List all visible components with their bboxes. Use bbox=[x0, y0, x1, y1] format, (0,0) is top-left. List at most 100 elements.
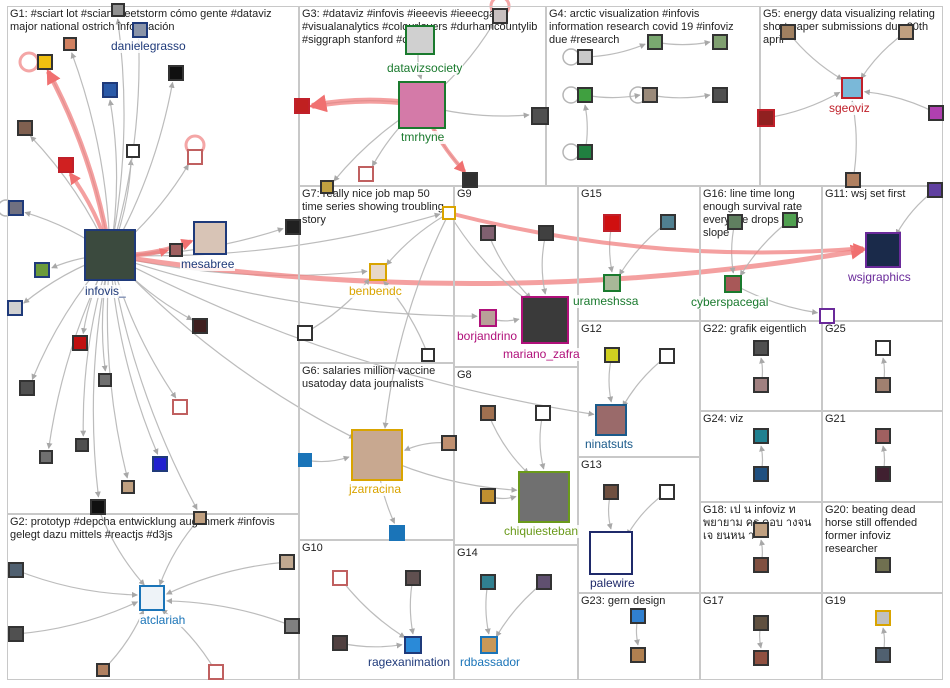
node-danielegrasso[interactable] bbox=[132, 22, 148, 38]
node-n-50[interactable] bbox=[442, 206, 456, 220]
node-n-90[interactable] bbox=[753, 650, 769, 666]
node-tmrhyne[interactable] bbox=[398, 81, 446, 129]
node-n-12[interactable] bbox=[7, 300, 23, 316]
node-n-21[interactable] bbox=[152, 456, 168, 472]
node-n-33[interactable] bbox=[531, 107, 549, 125]
node-n-86[interactable] bbox=[753, 522, 769, 538]
node-ragexanimation[interactable] bbox=[404, 636, 422, 654]
node-n-43[interactable] bbox=[577, 144, 593, 160]
node-n-81[interactable] bbox=[875, 377, 891, 393]
node-n-55[interactable] bbox=[603, 214, 621, 232]
node-n-29[interactable] bbox=[96, 663, 110, 677]
node-n-16[interactable] bbox=[172, 399, 188, 415]
node-n-85[interactable] bbox=[875, 466, 891, 482]
node-n-47[interactable] bbox=[928, 105, 944, 121]
node-n-4[interactable] bbox=[102, 82, 118, 98]
node-ninatsuts[interactable] bbox=[595, 404, 627, 436]
node-n-11[interactable] bbox=[34, 262, 50, 278]
node-urameshssa[interactable] bbox=[603, 274, 621, 292]
node-n-31[interactable] bbox=[294, 98, 310, 114]
node-n-42[interactable] bbox=[712, 87, 728, 103]
node-n-61[interactable] bbox=[604, 347, 620, 363]
node-n-3[interactable] bbox=[111, 3, 125, 17]
node-n-30[interactable] bbox=[208, 664, 224, 680]
node-sgeoviz[interactable] bbox=[841, 77, 863, 99]
node-n-34[interactable] bbox=[462, 172, 478, 188]
node-n-37[interactable] bbox=[577, 49, 593, 65]
node-n-19[interactable] bbox=[39, 450, 53, 464]
node-n-69[interactable] bbox=[603, 484, 619, 500]
node-n-32[interactable] bbox=[358, 166, 374, 182]
node-n-59[interactable] bbox=[927, 182, 943, 198]
node-wsjgraphics[interactable] bbox=[865, 232, 901, 268]
node-n-67[interactable] bbox=[535, 405, 551, 421]
node-n-25[interactable] bbox=[8, 562, 24, 578]
node-n-70[interactable] bbox=[659, 484, 675, 500]
node-chiquiesteban[interactable] bbox=[518, 471, 570, 523]
node-mesabree[interactable] bbox=[193, 221, 227, 255]
node-n-79[interactable] bbox=[753, 377, 769, 393]
node-n-6[interactable] bbox=[17, 120, 33, 136]
node-n-53[interactable] bbox=[480, 225, 496, 241]
node-n-45[interactable] bbox=[898, 24, 914, 40]
node-n-9[interactable] bbox=[187, 149, 203, 165]
node-benbendc[interactable] bbox=[369, 263, 387, 281]
node-n-22[interactable] bbox=[121, 480, 135, 494]
node-n-1[interactable] bbox=[37, 54, 53, 70]
node-atclariah[interactable] bbox=[139, 585, 165, 611]
node-n-49[interactable] bbox=[285, 219, 301, 235]
node-n-38[interactable] bbox=[647, 34, 663, 50]
node-n-39[interactable] bbox=[712, 34, 728, 50]
node-n-76[interactable] bbox=[630, 608, 646, 624]
node-jzarracina[interactable] bbox=[351, 429, 403, 481]
node-n-15[interactable] bbox=[98, 373, 112, 387]
node-n-64[interactable] bbox=[298, 453, 312, 467]
node-mariano_zafra[interactable] bbox=[521, 296, 569, 344]
node-n-7[interactable] bbox=[58, 157, 74, 173]
node-n-36[interactable] bbox=[320, 180, 334, 194]
node-n-17[interactable] bbox=[192, 318, 208, 334]
node-n-8[interactable] bbox=[126, 144, 140, 158]
node-n-66[interactable] bbox=[480, 405, 496, 421]
node-n-80[interactable] bbox=[875, 340, 891, 356]
node-n-74[interactable] bbox=[480, 574, 496, 590]
node-n-2[interactable] bbox=[63, 37, 77, 51]
node-n-20[interactable] bbox=[75, 438, 89, 452]
node-n-40[interactable] bbox=[577, 87, 593, 103]
node-n-92[interactable] bbox=[875, 647, 891, 663]
node-borjandrino[interactable] bbox=[479, 309, 497, 327]
node-n-10[interactable] bbox=[8, 200, 24, 216]
node-palewire[interactable] bbox=[589, 531, 633, 575]
node-n-83[interactable] bbox=[753, 466, 769, 482]
node-n-27[interactable] bbox=[8, 626, 24, 642]
node-n-60[interactable] bbox=[819, 308, 835, 324]
node-n-41[interactable] bbox=[642, 87, 658, 103]
node-n-78[interactable] bbox=[753, 340, 769, 356]
node-n-89[interactable] bbox=[753, 615, 769, 631]
node-n-52[interactable] bbox=[421, 348, 435, 362]
node-n-88[interactable] bbox=[875, 557, 891, 573]
node-n-73[interactable] bbox=[332, 635, 348, 651]
node-n-77[interactable] bbox=[630, 647, 646, 663]
node-n-65[interactable] bbox=[389, 525, 405, 541]
node-n-24[interactable] bbox=[193, 511, 207, 525]
node-rdbassador[interactable] bbox=[480, 636, 498, 654]
node-n-87[interactable] bbox=[753, 557, 769, 573]
node-n-72[interactable] bbox=[405, 570, 421, 586]
node-n-62[interactable] bbox=[659, 348, 675, 364]
node-datavizsociety[interactable] bbox=[405, 25, 435, 55]
node-n-48[interactable] bbox=[845, 172, 861, 188]
node-n-46[interactable] bbox=[757, 109, 775, 127]
node-n-58[interactable] bbox=[782, 212, 798, 228]
node-n-14[interactable] bbox=[19, 380, 35, 396]
node-n-51[interactable] bbox=[297, 325, 313, 341]
node-n-26[interactable] bbox=[279, 554, 295, 570]
node-n-63[interactable] bbox=[441, 435, 457, 451]
node-cyberspacegal[interactable] bbox=[724, 275, 742, 293]
node-infovis_[interactable] bbox=[84, 229, 136, 281]
node-n-71[interactable] bbox=[332, 570, 348, 586]
node-n-28[interactable] bbox=[284, 618, 300, 634]
node-n-54[interactable] bbox=[538, 225, 554, 241]
node-n-75[interactable] bbox=[536, 574, 552, 590]
node-n-82[interactable] bbox=[753, 428, 769, 444]
